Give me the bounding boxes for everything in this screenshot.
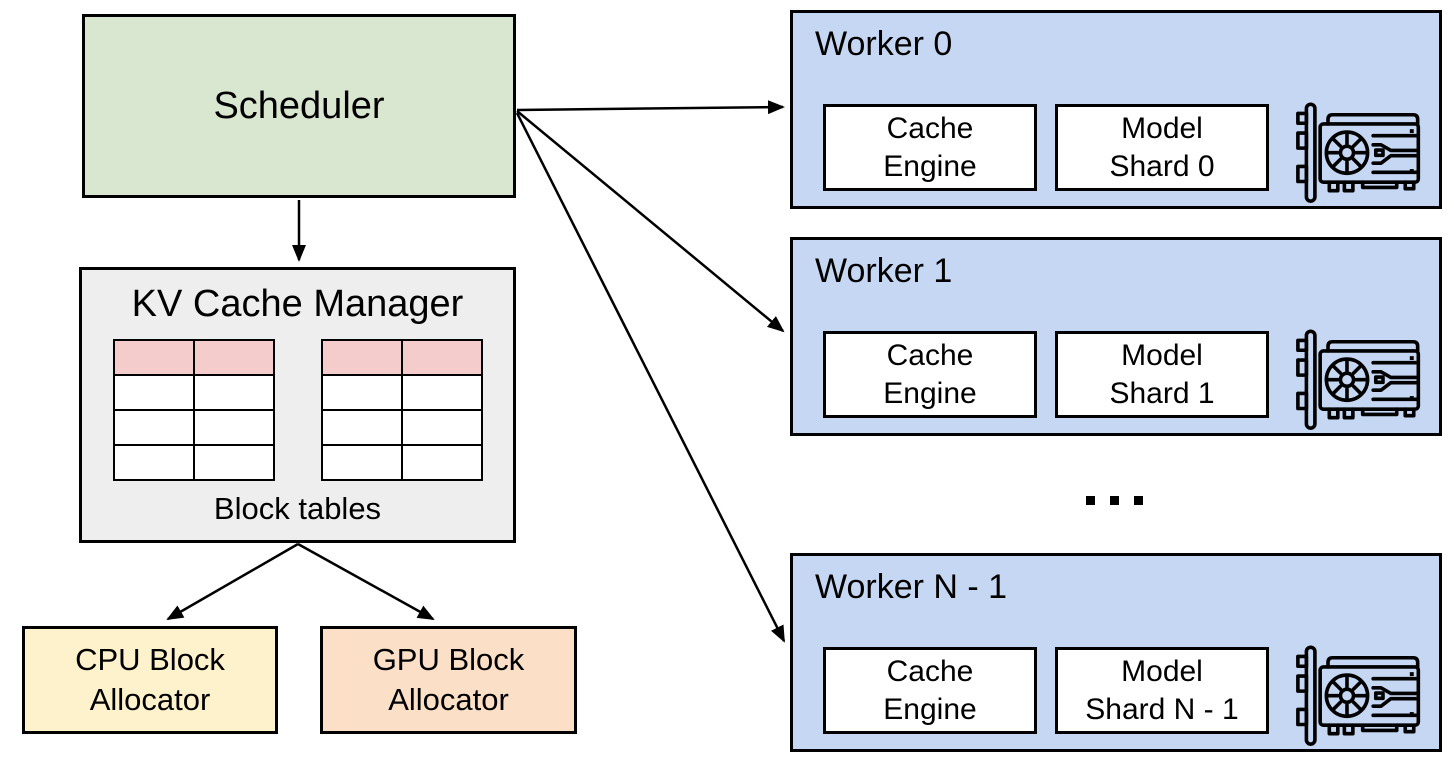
table-cell [194,376,273,409]
worker-title: Worker N - 1 [815,568,1008,606]
table-cell [114,376,193,409]
worker-title: Worker 0 [815,25,953,63]
worker-title: Worker 1 [815,252,953,290]
table-cell [322,446,401,479]
scheduler-box: Scheduler [82,14,516,198]
model-shard-box: Model Shard N - 1 [1055,647,1269,734]
block-table-1 [112,339,275,481]
block-tables-group [112,339,483,481]
table-header-cell [402,341,481,374]
model-shard-box: Model Shard 1 [1055,331,1269,418]
ellipsis-dot [1134,496,1143,505]
table-cell [114,446,193,479]
table-header-cell [114,341,193,374]
cache-engine-box: Cache Engine [823,331,1037,418]
model-shard-box: Model Shard 0 [1055,104,1269,191]
model-shard-label-line2: Shard N - 1 [1085,692,1239,726]
cache-engine-label-line2: Engine [883,149,977,183]
block-tables-caption: Block tables [213,491,382,526]
graphics-card-icon [1296,102,1421,203]
gpu-block-allocator-box: GPU Block Allocator [320,626,577,734]
cache-engine-label-line1: Cache [886,111,974,145]
graphics-card-icon [1296,329,1421,430]
worker-1-box: Worker 1 Cache Engine Model Shard 1 [790,237,1442,436]
model-shard-label-line1: Model [1121,654,1203,688]
kv-cache-manager-title: KV Cache Manager [131,283,464,325]
table-cell [402,446,481,479]
model-shard-label-line2: Shard 0 [1109,149,1215,183]
ellipsis-dot [1110,496,1119,505]
table-cell [322,411,401,444]
table-cell [194,446,273,479]
cache-engine-label-line2: Engine [883,692,977,726]
gpu-allocator-label-line2: Allocator [388,682,509,717]
table-cell [402,411,481,444]
arrow-kv-to-cpu-allocator [166,542,299,621]
cpu-allocator-label-line2: Allocator [89,682,211,717]
cache-engine-label-line1: Cache [886,338,974,372]
cache-engine-box: Cache Engine [823,647,1037,734]
arrow-scheduler-to-worker-n-1 [515,112,786,643]
cpu-block-allocator-box: CPU Block Allocator [22,626,278,734]
table-cell [322,376,401,409]
model-shard-label-line2: Shard 1 [1109,376,1215,410]
arrow-kv-to-gpu-allocator [297,542,435,621]
table-cell [114,411,193,444]
scheduler-label: Scheduler [213,84,385,127]
cpu-allocator-label-line1: CPU Block [75,642,225,677]
arrow-scheduler-to-worker-1 [516,110,785,333]
table-cell [194,411,273,444]
kv-cache-manager-box: KV Cache Manager [79,267,516,543]
graphics-card-icon [1296,645,1421,746]
workers-ellipsis [1086,496,1143,505]
table-header-cell [194,341,273,374]
arrow-scheduler-to-worker-0 [516,100,785,115]
worker-n-1-box: Worker N - 1 Cache Engine Model Shard N … [790,553,1442,752]
cache-engine-box: Cache Engine [823,104,1037,191]
gpu-allocator-label-line1: GPU Block [372,642,525,677]
model-shard-label-line1: Model [1121,338,1203,372]
table-header-cell [322,341,401,374]
model-shard-label-line1: Model [1121,111,1203,145]
worker-0-box: Worker 0 Cache Engine Model Shard 0 [790,10,1442,209]
cache-engine-label-line2: Engine [883,376,977,410]
table-cell [402,376,481,409]
block-table-2 [320,339,483,481]
cache-engine-label-line1: Cache [886,654,974,688]
ellipsis-dot [1086,496,1095,505]
